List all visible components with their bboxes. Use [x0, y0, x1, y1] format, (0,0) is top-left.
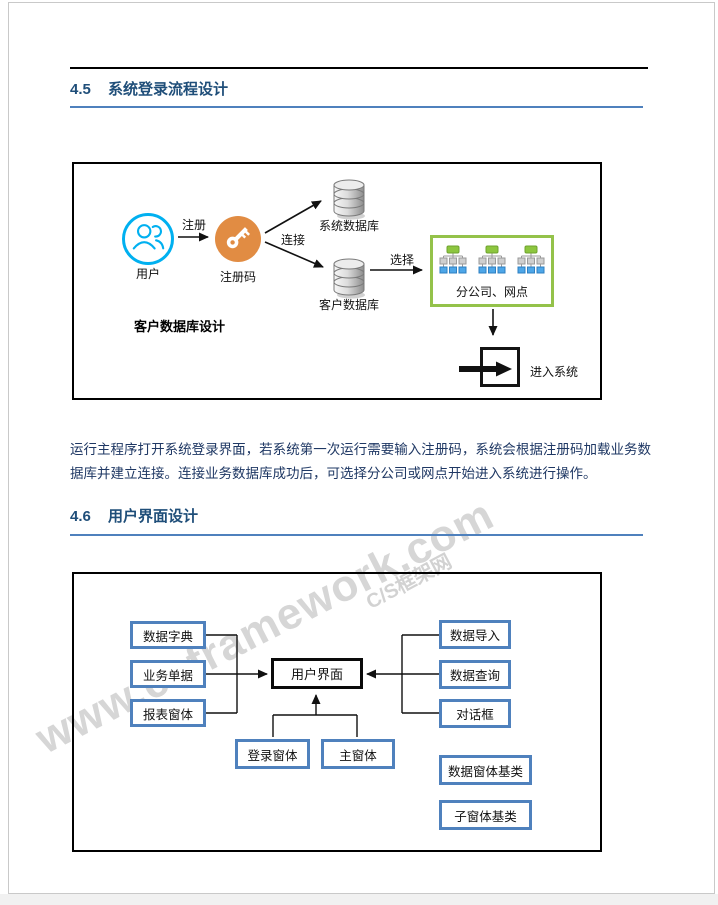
reg-code-label: 注册码 — [219, 270, 257, 284]
org-chart-icon — [517, 245, 545, 280]
login-flow-connectors — [178, 200, 498, 336]
branch-network-label: 分公司、网点 — [455, 285, 528, 299]
node-data-form-base-class: 数据窗体基类 — [439, 755, 532, 785]
node-dialog-box: 对话框 — [439, 699, 511, 728]
user-node — [122, 213, 174, 265]
system-db-icon — [330, 178, 368, 220]
user-label: 用户 — [135, 267, 161, 281]
connect-edge-label: 连接 — [280, 233, 306, 247]
ui-design-connectors — [206, 634, 439, 737]
register-edge-label: 注册 — [181, 218, 207, 232]
page-bottom-strip — [0, 894, 718, 905]
customer-db-label: 客户数据库 — [318, 298, 380, 312]
node-data-query: 数据查询 — [439, 660, 511, 689]
customer-db-icon — [330, 257, 368, 299]
section-4-6-heading: 4.6 用户界面设计 — [70, 505, 198, 526]
section-4-5-title: 系统登录流程设计 — [108, 81, 229, 98]
node-login-form: 登录窗体 — [235, 739, 310, 769]
section-4-5-underline — [70, 106, 643, 108]
org-chart-icon — [478, 245, 506, 280]
node-user-interface: 用户界面 — [271, 658, 363, 689]
node-report-form: 报表窗体 — [130, 699, 206, 727]
body-paragraph: 运行主程序打开系统登录界面，若系统第一次运行需要输入注册码，系统会根据注册码加载… — [70, 441, 651, 481]
enter-system-label: 进入系统 — [530, 365, 579, 379]
system-db-label: 系统数据库 — [318, 219, 380, 233]
user-icon — [129, 218, 167, 261]
node-child-form-base-class: 子窗体基类 — [439, 800, 532, 830]
key-icon — [221, 220, 255, 259]
node-data-dictionary: 数据字典 — [130, 621, 206, 649]
ui-design-diagram: 数据字典 业务单据 报表窗体 用户界面 数据导入 数据查询 对话框 登录窗体 主… — [72, 572, 602, 852]
node-business-document: 业务单据 — [130, 660, 206, 688]
section-4-6-number: 4.6 — [70, 508, 91, 525]
section-4-6-underline — [70, 534, 643, 536]
org-chart-icon — [439, 245, 467, 280]
section-4-5-heading: 4.5 系统登录流程设计 — [70, 78, 228, 99]
section-4-5-number: 4.5 — [70, 81, 91, 98]
branch-icons-row — [439, 245, 545, 280]
branch-network-node: 分公司、网点 — [430, 235, 554, 307]
header-divider — [70, 67, 648, 69]
select-edge-label: 选择 — [389, 253, 415, 267]
login-flow-caption: 客户数据库设计 — [134, 319, 226, 334]
node-data-import: 数据导入 — [439, 620, 511, 649]
reg-code-node — [215, 216, 261, 262]
section-4-6-title: 用户界面设计 — [108, 508, 199, 525]
enter-arrow-icon — [459, 361, 515, 382]
login-flow-diagram: 用户 注册 注册码 连接 — [72, 162, 602, 400]
node-main-form: 主窗体 — [321, 739, 395, 769]
